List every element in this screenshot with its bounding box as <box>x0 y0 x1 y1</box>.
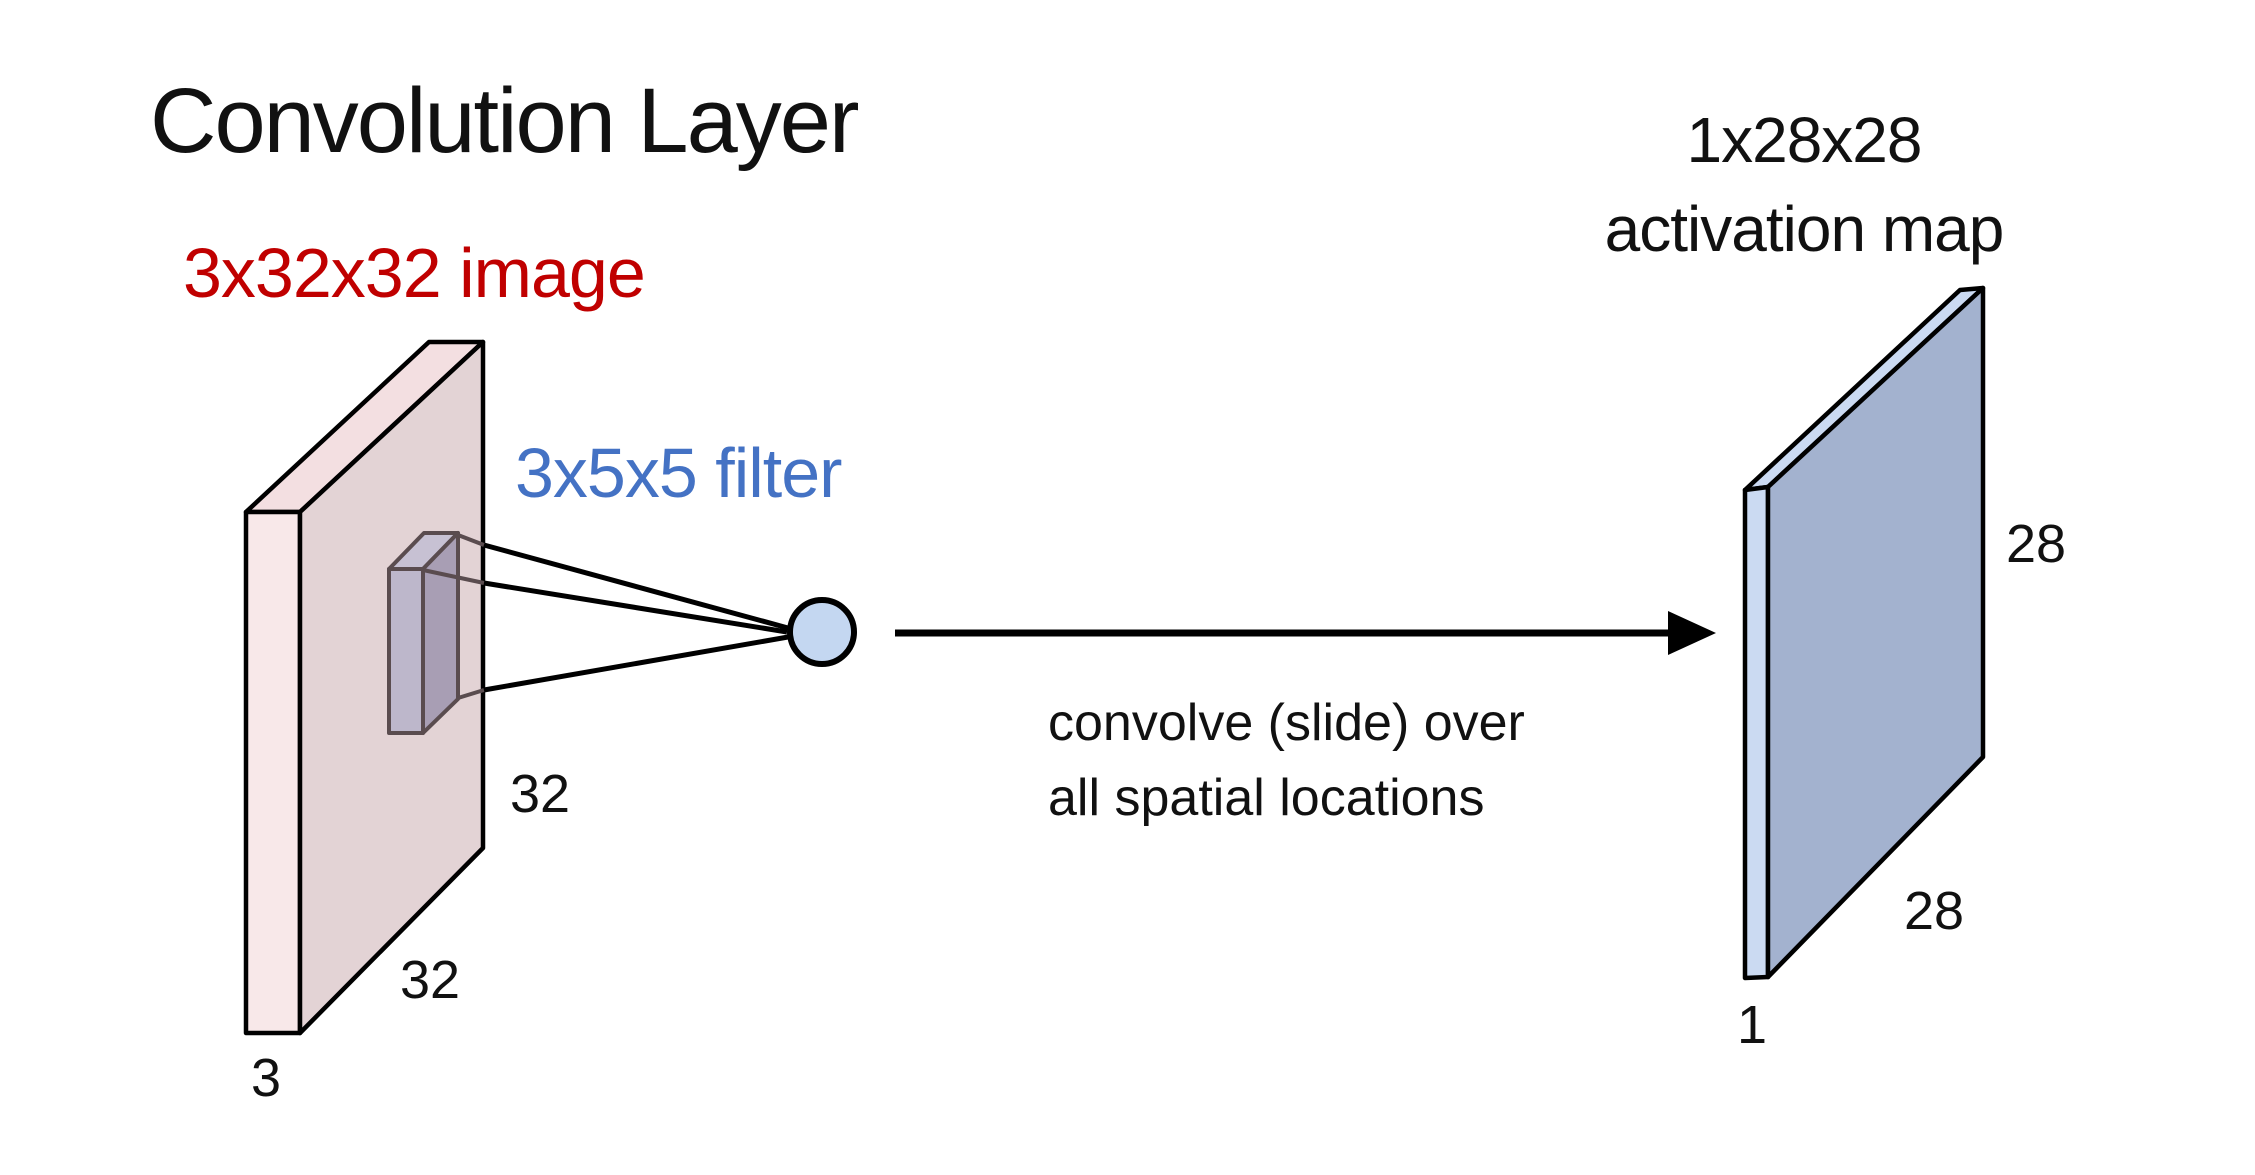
filter-front-face <box>387 567 425 735</box>
activation-width-label: 28 <box>1904 881 1964 941</box>
activation-map-depth-face <box>1742 484 1771 981</box>
page-title: Convolution Layer <box>150 70 859 172</box>
projection-line-top <box>483 542 789 631</box>
arrow-head-icon <box>1668 611 1716 655</box>
input-volume-label: 3x32x32 image <box>183 234 645 312</box>
input-depth-label: 3 <box>251 1048 281 1108</box>
input-height-label: 32 <box>510 764 570 824</box>
filter-box <box>387 531 460 735</box>
neuron-circle <box>787 597 857 667</box>
activation-map-title-line1: 1x28x28 <box>1687 104 1922 176</box>
projection-line-middle-inner <box>422 568 485 585</box>
input-width-label: 32 <box>400 950 460 1010</box>
activation-map-title-line2: activation map <box>1605 193 2004 265</box>
convolve-caption-line1: convolve (slide) over <box>1048 694 1525 752</box>
activation-map <box>1742 285 1986 981</box>
activation-depth-label: 1 <box>1737 995 1767 1055</box>
projection-line-top-inner <box>457 533 485 547</box>
activation-height-label: 28 <box>2006 514 2066 574</box>
input-volume-depth-face <box>243 509 303 1036</box>
filter-side-face <box>421 531 460 735</box>
filter-projection-lines <box>422 533 789 700</box>
projection-line-bottom <box>483 634 789 693</box>
projection-line-middle <box>483 580 788 635</box>
projection-line-bottom-inner <box>457 688 485 700</box>
filter-label: 3x5x5 filter <box>515 434 842 512</box>
activation-map-front-face <box>1765 285 1986 980</box>
convolve-caption-line2: all spatial locations <box>1048 769 1484 827</box>
convolve-arrow <box>895 611 1716 655</box>
